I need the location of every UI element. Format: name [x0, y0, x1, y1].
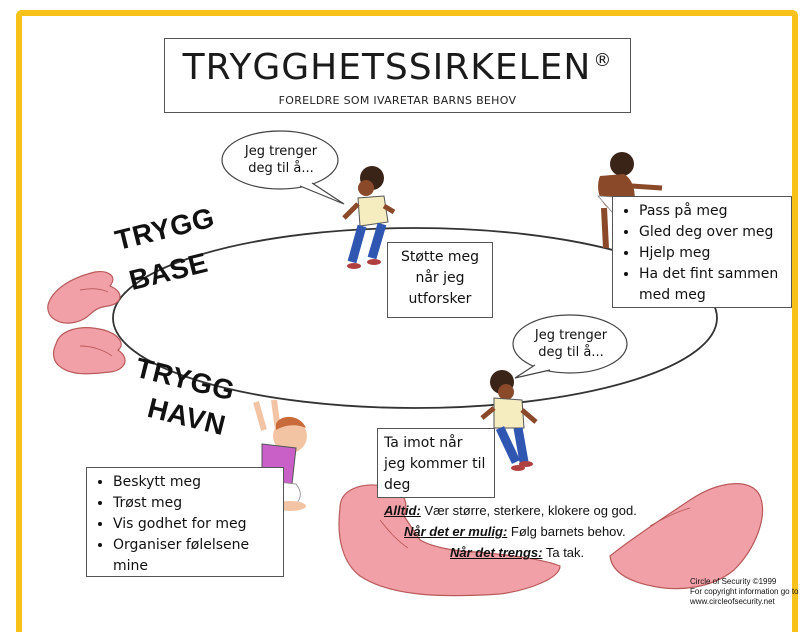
- bubble-right-line-1: Jeg trenger: [526, 327, 616, 344]
- welcome-coming-in-box: Ta imot når jeg kommer til deg: [377, 428, 495, 498]
- credits-line-1: Circle of Security ©1999: [690, 577, 805, 587]
- list-item: Ha det fint sammen med meg: [639, 264, 785, 306]
- support-line-1: Støtte meg: [394, 247, 486, 268]
- list-item: Vis godhet for meg: [113, 514, 277, 535]
- credits-line-3: www.circleofsecurity.net: [690, 597, 805, 607]
- motto-key-3: Når det trengs:: [450, 545, 542, 560]
- list-item: Beskytt meg: [113, 472, 277, 493]
- motto-text-3: Ta tak.: [542, 545, 584, 560]
- bottom-needs-box: Beskytt meg Trøst meg Vis godhet for meg…: [86, 467, 284, 577]
- motto-key-2: Når det er mulig:: [404, 524, 507, 539]
- welcome-line-3: deg: [384, 475, 488, 496]
- bubble-top-line-2: deg til å...: [236, 160, 326, 177]
- motto-text-2: Følg barnets behov.: [507, 524, 625, 539]
- bubble-right-line-2: deg til å...: [526, 344, 616, 361]
- list-item: Trøst meg: [113, 493, 277, 514]
- support-exploration-box: Støtte meg når jeg utforsker: [387, 242, 493, 318]
- credits-line-2: For copyright information go to: [690, 587, 805, 597]
- list-item: Organiser følelsene mine: [113, 535, 277, 577]
- motto-text-1: Vær større, sterkere, klokere og god.: [421, 503, 637, 518]
- top-needs-box: Pass på meg Gled deg over meg Hjelp meg …: [612, 196, 792, 308]
- speech-bubble-right-text: Jeg trenger deg til å...: [526, 327, 616, 361]
- support-line-3: utforsker: [394, 289, 486, 310]
- list-item: Hjelp meg: [639, 243, 785, 264]
- welcome-line-1: Ta imot når: [384, 433, 488, 454]
- bottom-needs-list: Beskytt meg Trøst meg Vis godhet for meg…: [91, 472, 277, 577]
- list-item: Gled deg over meg: [639, 222, 785, 243]
- bubble-top-line-1: Jeg trenger: [236, 143, 326, 160]
- support-line-2: når jeg: [394, 268, 486, 289]
- copyright-credits: Circle of Security ©1999 For copyright i…: [690, 577, 805, 607]
- top-needs-list: Pass på meg Gled deg over meg Hjelp meg …: [617, 201, 785, 306]
- motto-key-1: Alltid:: [384, 503, 421, 518]
- list-item: Pass på meg: [639, 201, 785, 222]
- motto-line-2: Når det er mulig: Følg barnets behov.: [384, 521, 704, 542]
- welcome-line-2: jeg kommer til: [384, 454, 488, 475]
- caregiver-motto: Alltid: Vær større, sterkere, klokere og…: [384, 500, 704, 563]
- motto-line-3: Når det trengs: Ta tak.: [384, 542, 704, 563]
- motto-line-1: Alltid: Vær større, sterkere, klokere og…: [384, 500, 704, 521]
- speech-bubble-top-text: Jeg trenger deg til å...: [236, 143, 326, 177]
